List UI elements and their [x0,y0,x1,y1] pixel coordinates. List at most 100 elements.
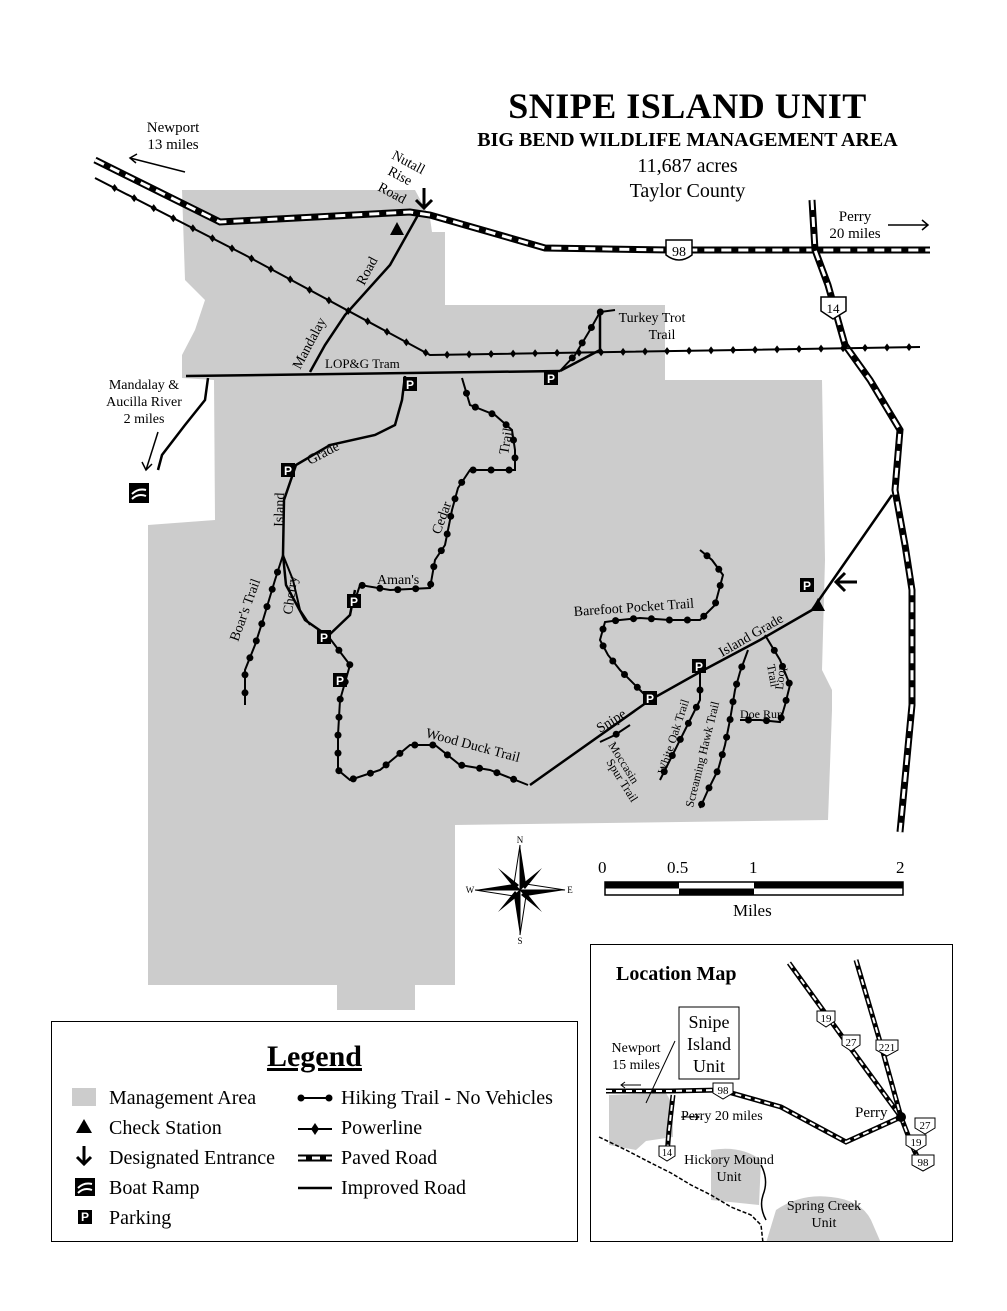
trail-dot [609,657,617,665]
trail-dot [241,689,249,697]
powerline-diamond [403,338,410,347]
trail-dot [394,586,402,594]
paved-road-sr14 [808,199,916,833]
svg-text:27: 27 [920,1120,932,1132]
location-label-perry-distance: Perry 20 miles [681,1109,763,1124]
label-amans: Aman's [377,573,419,588]
legend-improved-road: Improved Road [341,1177,466,1199]
trail-dot [458,761,466,769]
powerline [94,177,921,357]
compass-rose: N S E W [466,835,574,946]
label-trail-small: Trail [764,663,782,689]
trail-dot [505,466,513,474]
trail-dot [487,466,495,474]
powerline-diamond [818,344,825,353]
trail-dot [630,615,637,623]
label-lopg-tram: LOP&G Tram [325,356,400,371]
trail-dot [612,617,620,625]
trail-dot [396,749,404,757]
trail-dot [770,646,778,654]
trail-dot [246,654,254,662]
label-loop: Loop [772,664,788,690]
trail-dot [488,410,496,418]
trail-dot [683,616,691,624]
trail-dot [716,582,724,589]
title-block: SNIPE ISLAND UNIT BIG BEND WILDLIFE MANA… [455,86,920,204]
trail-dot [511,454,519,462]
legend-powerline: Powerline [341,1117,423,1139]
trail-dot [334,749,342,757]
svg-text:19: 19 [821,1013,833,1025]
trail-dot [493,769,501,777]
label-doe-run: Doe Run [740,707,783,721]
trail-dot [349,775,357,783]
trail-dot [633,683,641,691]
powerline-diamond [796,344,803,353]
powerline-diamond [287,275,294,284]
powerline-diamond [554,348,561,357]
location-map: 19 27 221 27 19 98 98 14 Location Map Sn… [590,944,953,1242]
trail-dot [502,421,510,429]
trail-dot [660,768,668,776]
check-station-north [390,222,404,235]
svg-text:S: S [517,936,522,946]
powerline-diamond [267,264,274,273]
powerline-diamond [642,347,649,356]
trail-dot [447,512,455,520]
trail-dot [335,646,343,654]
powerline-diamond [111,184,118,193]
trail-dot [696,686,704,694]
trail-dot [713,768,721,776]
powerline-diamond [209,234,216,243]
trail-dot [684,719,692,727]
svg-text:N: N [517,835,524,845]
scale-tick-0: 0 [598,858,607,877]
label-island-grade-w-1: Island [272,492,288,527]
trail-dot [510,436,517,444]
trail-dot [599,642,607,650]
powerline-diamond [730,346,737,355]
svg-text:14: 14 [662,1148,672,1159]
trail-dot [738,663,746,671]
svg-text:98: 98 [718,1085,730,1097]
powerline-diamond [248,254,255,263]
svg-text:14: 14 [827,301,841,316]
trail-dot [777,714,785,722]
scale-tick-2: 2 [896,858,905,877]
location-map-canvas: 19 27 221 27 19 98 98 14 [598,959,936,1241]
scale-tick-1: 1 [749,858,758,877]
map-title: SNIPE ISLAND UNIT [508,86,867,126]
label-trail-vertical: Trail [497,427,516,456]
trail-dot [443,751,451,759]
legend-title: Legend [266,1040,362,1073]
us98-shield: 98 [665,239,693,261]
trail-dot [668,752,676,759]
svg-text:19: 19 [911,1137,923,1149]
svg-text:221: 221 [879,1042,896,1054]
trail-dot [258,620,266,628]
powerline-diamond [488,350,495,359]
trail-dot [599,625,607,633]
powerline-diamond [752,345,759,354]
powerline-diamond [444,350,451,359]
powerline-diamond [774,345,781,354]
map-acres: 11,687 acres [637,155,738,177]
trail-dot [411,741,419,749]
legend-symbols: P [72,1088,333,1224]
trail-dot [665,616,673,624]
trail-dot [718,751,726,759]
svg-text:E: E [567,885,573,895]
label-cherry: Cherry [281,575,301,616]
trail-dot [241,671,249,679]
powerline-diamond [345,306,352,315]
trail-dot [763,717,770,725]
trail-dot [779,662,786,670]
trail-dot [427,580,435,588]
powerline-diamond [364,317,371,326]
powerline-diamond [840,344,847,353]
legend-check-station: Check Station [109,1117,222,1139]
